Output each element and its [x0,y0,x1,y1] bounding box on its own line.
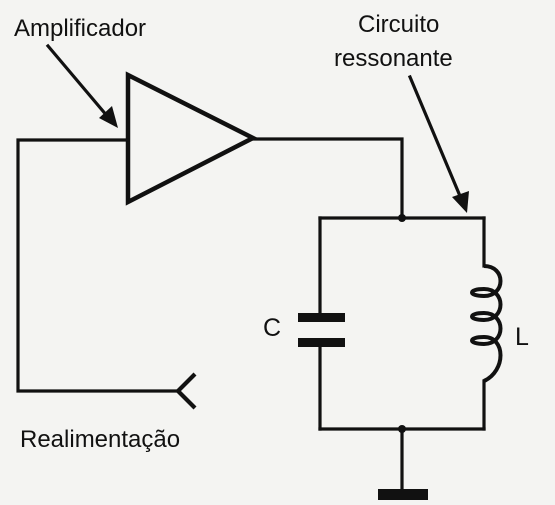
feedback-label: Realimentação [20,426,180,453]
resonant-label-line1: Circuito [358,11,439,38]
output-wire [251,137,404,220]
resonant-label-line2: ressonante [334,45,453,72]
resonant-pointer-arrow [407,74,469,213]
inductor-label: L [515,323,529,351]
inductor-coil [470,264,503,383]
capacitor-label: C [263,314,281,342]
feedback-wire [16,138,180,393]
capacitor-plate-top [298,313,345,322]
capacitor-plate-bottom [298,338,345,347]
top-junction-dot [398,214,406,222]
feedback-terminal [175,372,197,410]
amplifier-label: Amplificador [14,15,146,42]
amplifier-pointer-arrow [45,43,118,128]
ground-symbol [378,489,428,500]
